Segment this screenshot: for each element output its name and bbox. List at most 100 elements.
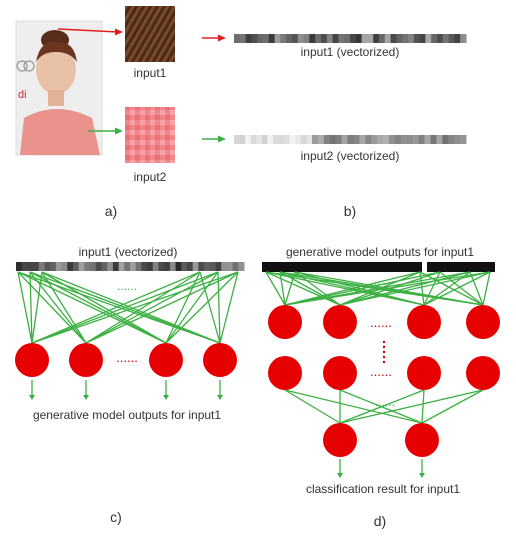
vector-cell xyxy=(50,262,57,271)
edge-line xyxy=(339,271,491,306)
vector-cell xyxy=(118,262,125,271)
vector-cell xyxy=(332,34,339,43)
vector-cell xyxy=(377,135,384,144)
arrowhead-icon xyxy=(419,473,425,478)
ellipsis-connections: ...... xyxy=(117,279,137,293)
vector-cell xyxy=(221,262,228,271)
vector-cell xyxy=(257,34,264,43)
neuron-node xyxy=(405,423,439,457)
vector-cell xyxy=(365,135,372,144)
vector-cell xyxy=(436,135,443,144)
vector-cell xyxy=(400,135,408,144)
vector-cell xyxy=(234,34,241,43)
input1-patch xyxy=(125,6,175,62)
panel-c: input1 (vectorized) ...... ...... genera… xyxy=(15,245,245,525)
edge-line xyxy=(284,271,441,306)
vector-cell xyxy=(107,262,114,271)
vector-cell xyxy=(292,34,299,43)
edge-line xyxy=(31,271,201,344)
vector-cell xyxy=(67,262,74,271)
vector-cell xyxy=(361,34,368,43)
vector-cell xyxy=(359,135,366,144)
edge-line xyxy=(294,271,341,306)
neuron-node xyxy=(149,343,183,377)
edge-line xyxy=(421,389,484,424)
edge-line xyxy=(284,389,423,424)
vector-cell xyxy=(419,34,426,43)
vector-cell xyxy=(169,262,177,271)
arrowhead-icon xyxy=(115,127,123,135)
edge-line xyxy=(29,271,167,344)
vector-cell xyxy=(124,262,131,271)
edge-line xyxy=(31,271,239,344)
arrow-photo-to-input1 xyxy=(57,28,119,33)
input1-vector-bar xyxy=(16,262,245,271)
vector-cell xyxy=(232,262,239,271)
ellipsis-neurons-row1: ...... xyxy=(370,315,392,330)
panel-d-caption: d) xyxy=(374,513,386,529)
vector-cell xyxy=(321,34,328,43)
edge-line xyxy=(217,271,221,344)
vector-cell xyxy=(295,135,302,144)
vector-cell xyxy=(261,135,268,144)
edge-line xyxy=(279,271,286,306)
vector-cell xyxy=(198,262,205,271)
edge-line xyxy=(419,271,425,306)
vector-cell xyxy=(268,34,276,43)
edge-line xyxy=(284,271,296,306)
vector-cell xyxy=(383,135,390,144)
panel-b: input1 (vectorized) input2 (vectorized) … xyxy=(202,34,467,219)
vector-cell xyxy=(16,262,23,271)
vector-cell xyxy=(317,135,325,144)
vector-cell xyxy=(181,262,188,271)
neuron-node xyxy=(69,343,103,377)
vector-cell xyxy=(112,262,120,271)
input2-vector-bar xyxy=(234,135,467,144)
panel-c-top-label: input1 (vectorized) xyxy=(79,245,178,259)
ellipsis-connections: ...... xyxy=(370,274,390,288)
panel-d-bottom-label: classification result for input1 xyxy=(306,482,460,496)
vector-cell xyxy=(273,135,280,144)
vector-cell xyxy=(215,262,222,271)
vector-cell xyxy=(130,262,137,271)
output-vector-bar xyxy=(427,262,495,272)
vector-cell xyxy=(245,135,252,144)
vector-cell xyxy=(350,34,357,43)
vector-cell xyxy=(238,262,245,271)
vector-cell xyxy=(448,34,455,43)
vector-cell xyxy=(430,135,437,144)
vector-cell xyxy=(33,262,40,271)
vector-cell xyxy=(448,135,455,144)
rings-logo xyxy=(16,60,35,72)
neuron-node xyxy=(466,305,500,339)
neuron-layers xyxy=(268,305,500,457)
vector-cell xyxy=(384,34,392,43)
vector-cell xyxy=(454,135,461,144)
vector-cell xyxy=(152,262,159,271)
vector-cell xyxy=(27,262,34,271)
edge-line xyxy=(85,271,201,344)
panel-a-caption: a) xyxy=(105,203,117,219)
edge-line xyxy=(17,271,167,344)
arrowhead-icon xyxy=(29,395,35,400)
arrowhead-icon xyxy=(83,395,89,400)
neuron-node xyxy=(323,356,357,390)
edge-line xyxy=(17,271,87,344)
edge-line xyxy=(339,389,425,424)
vector-cell xyxy=(347,135,354,144)
vector-cell xyxy=(141,262,148,271)
input2-label: input2 xyxy=(134,170,167,184)
vector-cell xyxy=(396,34,403,43)
photo-logo-text: di xyxy=(18,89,27,101)
vector-cell xyxy=(460,34,467,43)
panel-c-caption: c) xyxy=(110,509,122,525)
input2-vectorized-label: input2 (vectorized) xyxy=(301,149,400,163)
vector-cell xyxy=(300,135,307,144)
panel-d: generative model outputs for input1 ....… xyxy=(262,245,500,529)
neuron-node xyxy=(268,356,302,390)
edge-line xyxy=(31,271,43,344)
vector-cell xyxy=(306,135,313,144)
vector-cell xyxy=(413,34,421,43)
ellipsis-neurons: ...... xyxy=(116,350,138,365)
vector-cell xyxy=(389,135,396,144)
